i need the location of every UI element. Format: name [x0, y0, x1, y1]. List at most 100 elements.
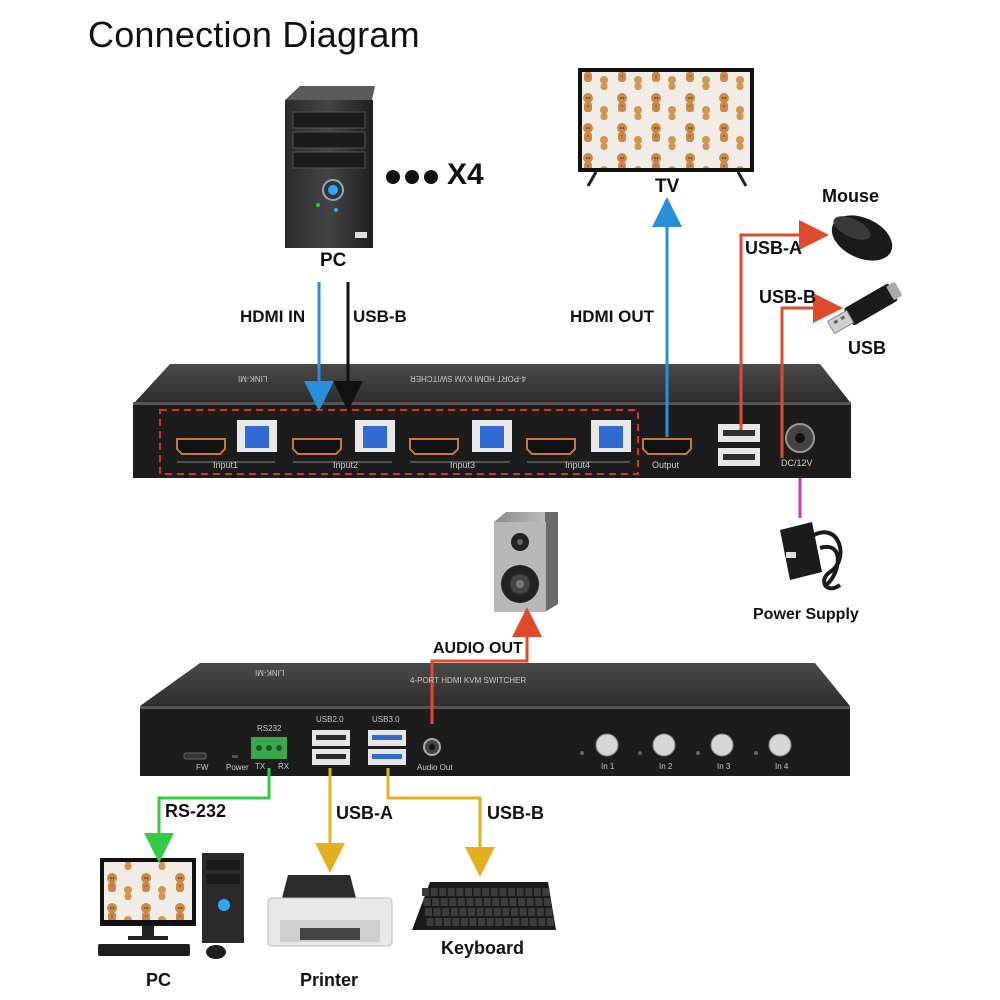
hdmi-out-label: HDMI OUT	[570, 307, 655, 326]
keyboard-key	[546, 918, 554, 926]
port-label-input1: Input1	[213, 460, 239, 470]
audio-out-arrow	[430, 607, 542, 724]
keyboard-key	[426, 918, 434, 926]
keyboard-key	[449, 898, 457, 906]
keyboard-key	[543, 898, 551, 906]
keyboard-key	[538, 918, 546, 926]
keyboard-key	[460, 918, 468, 926]
rear-model: 4-PORT HDMI KVM SWITCHER	[410, 374, 527, 383]
usb-b-keyboard-label: USB-B	[487, 803, 544, 823]
front-label-usb20: USB2.0	[316, 715, 344, 724]
usb-a-printer-label: USB-A	[336, 803, 393, 823]
keyboard-key	[452, 918, 460, 926]
keyboard-key	[492, 898, 500, 906]
keyboard-key	[490, 888, 498, 896]
keyboard-key	[485, 908, 493, 916]
keyboard-key	[422, 888, 429, 896]
usb-b-stick-label: USB-B	[759, 287, 816, 307]
printer-icon	[267, 875, 393, 947]
keyboard-key	[439, 888, 447, 896]
keyboard-key	[435, 918, 443, 926]
keyboard-key	[500, 898, 508, 906]
keyboard-key	[493, 908, 501, 916]
printer-label: Printer	[300, 970, 359, 990]
port-label-input2: Input2	[333, 460, 359, 470]
keyboard-key	[442, 908, 450, 916]
usb-a-mouse-label: USB-A	[745, 238, 802, 258]
keyboard-key	[519, 908, 527, 916]
front-button-in2: In 2	[659, 762, 673, 771]
front-button-in4: In 4	[775, 762, 789, 771]
top-pc-label: PC	[320, 250, 347, 271]
keyboard-key	[440, 898, 448, 906]
pc-monitor-icon	[98, 858, 226, 959]
front-brand: LINK-MI	[255, 668, 285, 677]
keyboard-key	[483, 898, 491, 906]
keyboard-key	[499, 888, 507, 896]
rear-brand: LINK-MI	[238, 374, 268, 383]
keyboard-key	[512, 918, 520, 926]
keyboard-icon	[412, 882, 556, 930]
keyboard-key	[511, 908, 518, 916]
keyboard-key	[443, 918, 451, 926]
keyboard-key	[508, 888, 515, 896]
pc-tower-small-icon	[202, 853, 244, 943]
keyboard-key	[542, 888, 550, 896]
page-title: Connection Diagram	[88, 14, 420, 55]
front-model: 4-PORT HDMI KVM SWITCHER	[410, 676, 527, 685]
tv-label: TV	[655, 176, 680, 197]
front-label-tx: TX	[255, 762, 266, 771]
keyboard-key	[502, 908, 510, 916]
keyboard-key	[423, 898, 431, 906]
usb-stick-icon	[826, 282, 902, 335]
keyboard-key	[529, 918, 537, 926]
keyboard-key	[432, 898, 440, 906]
speaker-icon	[494, 512, 558, 612]
tv-icon	[578, 68, 754, 187]
keyboard-key	[473, 888, 481, 896]
mouse-icon	[831, 215, 893, 261]
keyboard-key	[478, 918, 486, 926]
rear-ports	[176, 420, 815, 466]
keyboard-key	[486, 918, 494, 926]
usb-label: USB	[848, 338, 887, 358]
kvm-switch-front	[140, 663, 850, 776]
keyboard-key	[535, 898, 543, 906]
keyboard-key	[456, 888, 464, 896]
keyboard-key	[425, 908, 432, 916]
keyboard-key	[475, 898, 483, 906]
power-supply-label: Power Supply	[753, 606, 859, 623]
port-label-input3: Input3	[450, 460, 476, 470]
keyboard-key	[459, 908, 467, 916]
keyboard-key	[516, 888, 524, 896]
usb-a-mouse-arrow	[739, 220, 829, 430]
power-adapter-icon	[780, 522, 843, 591]
keyboard-key	[545, 908, 553, 916]
bottom-pc-label: PC	[146, 970, 172, 990]
front-button-in1: In 1	[601, 762, 615, 771]
usb-b-stick-arrow	[780, 293, 843, 458]
front-label-rx: RX	[278, 762, 290, 771]
keyboard-key	[465, 888, 472, 896]
pc-multiplier: X4	[447, 158, 484, 191]
hdmi-in-label: HDMI IN	[240, 307, 306, 326]
keyboard-key	[526, 898, 534, 906]
usb-b-keyboard-arrow	[386, 768, 495, 877]
port-label-output: Output	[652, 460, 680, 470]
keyboard-key	[518, 898, 526, 906]
input-ports-dashed-box	[159, 409, 639, 475]
keyboard-key	[447, 888, 455, 896]
keyboard-key	[528, 908, 536, 916]
keyboard-key	[433, 908, 441, 916]
front-label-audio-out: Audio Out	[417, 763, 453, 772]
keyboard-key	[525, 888, 533, 896]
dc-label: DC/12V	[781, 458, 813, 468]
port-label-input4: Input4	[565, 460, 591, 470]
ellipsis-dots-icon	[386, 170, 438, 184]
keyboard-key	[536, 908, 544, 916]
keyboard-key	[521, 918, 529, 926]
keyboard-key	[503, 918, 511, 926]
front-label-fw: FW	[196, 763, 209, 772]
mouse-label: Mouse	[822, 186, 880, 206]
